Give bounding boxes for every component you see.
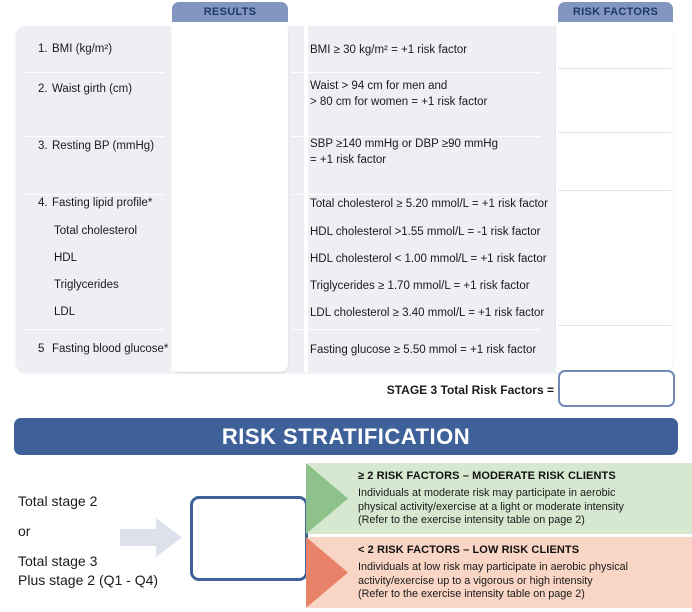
risk-factors-input-column[interactable]: [556, 22, 673, 370]
row-number: 4.: [38, 197, 48, 209]
callout-body: [306, 537, 692, 608]
tab-results[interactable]: RESULTS: [172, 2, 288, 22]
row-criteria: LDL cholesterol ≥ 3.40 mmol/L = +1 risk …: [310, 307, 545, 319]
table-row: 3. Resting BP (mmHg): [38, 139, 170, 154]
callout-desc-line: Individuals at low risk may participate …: [358, 561, 629, 573]
row-separator: [24, 136, 164, 137]
row-sublabel: HDL: [54, 252, 78, 264]
callout-moderate-risk: ≥ 2 RISK FACTORS – MODERATE RISK CLIENTS…: [306, 463, 692, 534]
row-separator: [24, 329, 164, 330]
risk-factor-cell-separator: [558, 190, 671, 191]
callout-desc-line: Individuals at moderate risk may partici…: [358, 487, 616, 499]
risk-stratification-banner: RISK STRATIFICATION: [14, 418, 678, 455]
table-row: 2. Waist girth (cm): [38, 82, 170, 97]
row-criteria: BMI ≥ 30 kg/m² = +1 risk factor: [310, 44, 468, 56]
criteria-line: = +1 risk factor: [310, 154, 387, 166]
row-criteria: HDL cholesterol >1.55 mmol/L = -1 risk f…: [310, 226, 541, 238]
row-separator: [292, 136, 540, 137]
row-label: Resting BP (mmHg): [52, 140, 155, 152]
tab-risk-factors[interactable]: RISK FACTORS: [558, 2, 673, 22]
row-criteria: SBP ≥140 mmHg or DBP ≥90 mmHg = +1 risk …: [310, 136, 550, 168]
row-criteria: HDL cholesterol < 1.00 mmol/L = +1 risk …: [310, 253, 547, 265]
row-separator: [292, 329, 540, 330]
callout-desc-line: (Refer to the exercise intensity table o…: [358, 514, 585, 526]
stage3-total-label: STAGE 3 Total Risk Factors =: [386, 383, 554, 397]
risk-factor-cell-separator: [558, 132, 671, 133]
stage-line-2: or: [18, 523, 31, 539]
callout-desc-line: (Refer to the exercise intensity table o…: [358, 588, 585, 600]
callout-title: ≥ 2 RISK FACTORS – MODERATE RISK CLIENTS: [358, 470, 616, 482]
callout-description: Individuals at low risk may participate …: [358, 561, 686, 602]
stage-line-1: Total stage 2: [18, 493, 98, 509]
row-criteria: Triglycerides ≥ 1.70 mmol/L = +1 risk fa…: [310, 280, 530, 292]
risk-factor-cell-separator: [558, 68, 671, 69]
criteria-line: SBP ≥140 mmHg or DBP ≥90 mmHg: [310, 138, 498, 150]
row-label: BMI (kg/m²): [52, 43, 113, 55]
callout-desc-line: activity/exercise up to a vigorous or hi…: [358, 574, 593, 587]
row-sublabel: Total cholesterol: [54, 225, 138, 237]
criteria-line: Waist > 94 cm for men and: [310, 80, 448, 92]
row-number: 3.: [38, 140, 48, 152]
stage3-total-input[interactable]: [558, 370, 675, 407]
risk-factor-cell-separator: [558, 325, 671, 326]
right-arrow-icon: [120, 518, 182, 557]
stage-line-3: Total stage 3: [18, 553, 98, 569]
row-number: 2.: [38, 83, 48, 95]
stage-line-4: Plus stage 2 (Q1 - Q4): [18, 572, 159, 588]
row-criteria: Total cholesterol ≥ 5.20 mmol/L = +1 ris…: [310, 198, 548, 210]
row-sublabel: LDL: [54, 306, 76, 318]
row-sublabel: Triglycerides: [54, 279, 119, 291]
criteria-line: > 80 cm for women = +1 risk factor: [310, 96, 488, 108]
results-input-column[interactable]: [172, 22, 288, 372]
row-number: 5: [38, 343, 45, 355]
row-number: 1.: [38, 43, 48, 55]
row-separator: [292, 72, 540, 73]
stage-summary-text: Total stage 2 or Total stage 3 Plus stag…: [18, 492, 198, 590]
row-label: Waist girth (cm): [52, 83, 133, 95]
row-separator: [24, 72, 164, 73]
table-row: 5 Fasting blood glucose*: [38, 342, 170, 357]
table-row: 1. BMI (kg/m²): [38, 42, 170, 57]
callout-description: Individuals at moderate risk may partici…: [358, 487, 686, 528]
row-separator: [24, 194, 164, 195]
callout-body: [306, 463, 692, 534]
callout-desc-line: physical activity/exercise at a light or…: [358, 500, 624, 513]
callout-low-risk: < 2 RISK FACTORS – LOW RISK CLIENTS Indi…: [306, 537, 692, 608]
risk-total-input[interactable]: [190, 496, 308, 581]
row-separator: [292, 194, 540, 195]
row-criteria: Waist > 94 cm for men and > 80 cm for wo…: [310, 78, 550, 110]
callout-title: < 2 RISK FACTORS – LOW RISK CLIENTS: [358, 544, 580, 556]
table-row: 4. Fasting lipid profile*: [38, 196, 170, 211]
row-label: Fasting lipid profile*: [52, 197, 153, 209]
row-criteria: Fasting glucose ≥ 5.50 mmol = +1 risk fa…: [310, 344, 537, 356]
column-gap-mid: [304, 26, 308, 372]
row-label: Fasting blood glucose*: [52, 343, 169, 355]
